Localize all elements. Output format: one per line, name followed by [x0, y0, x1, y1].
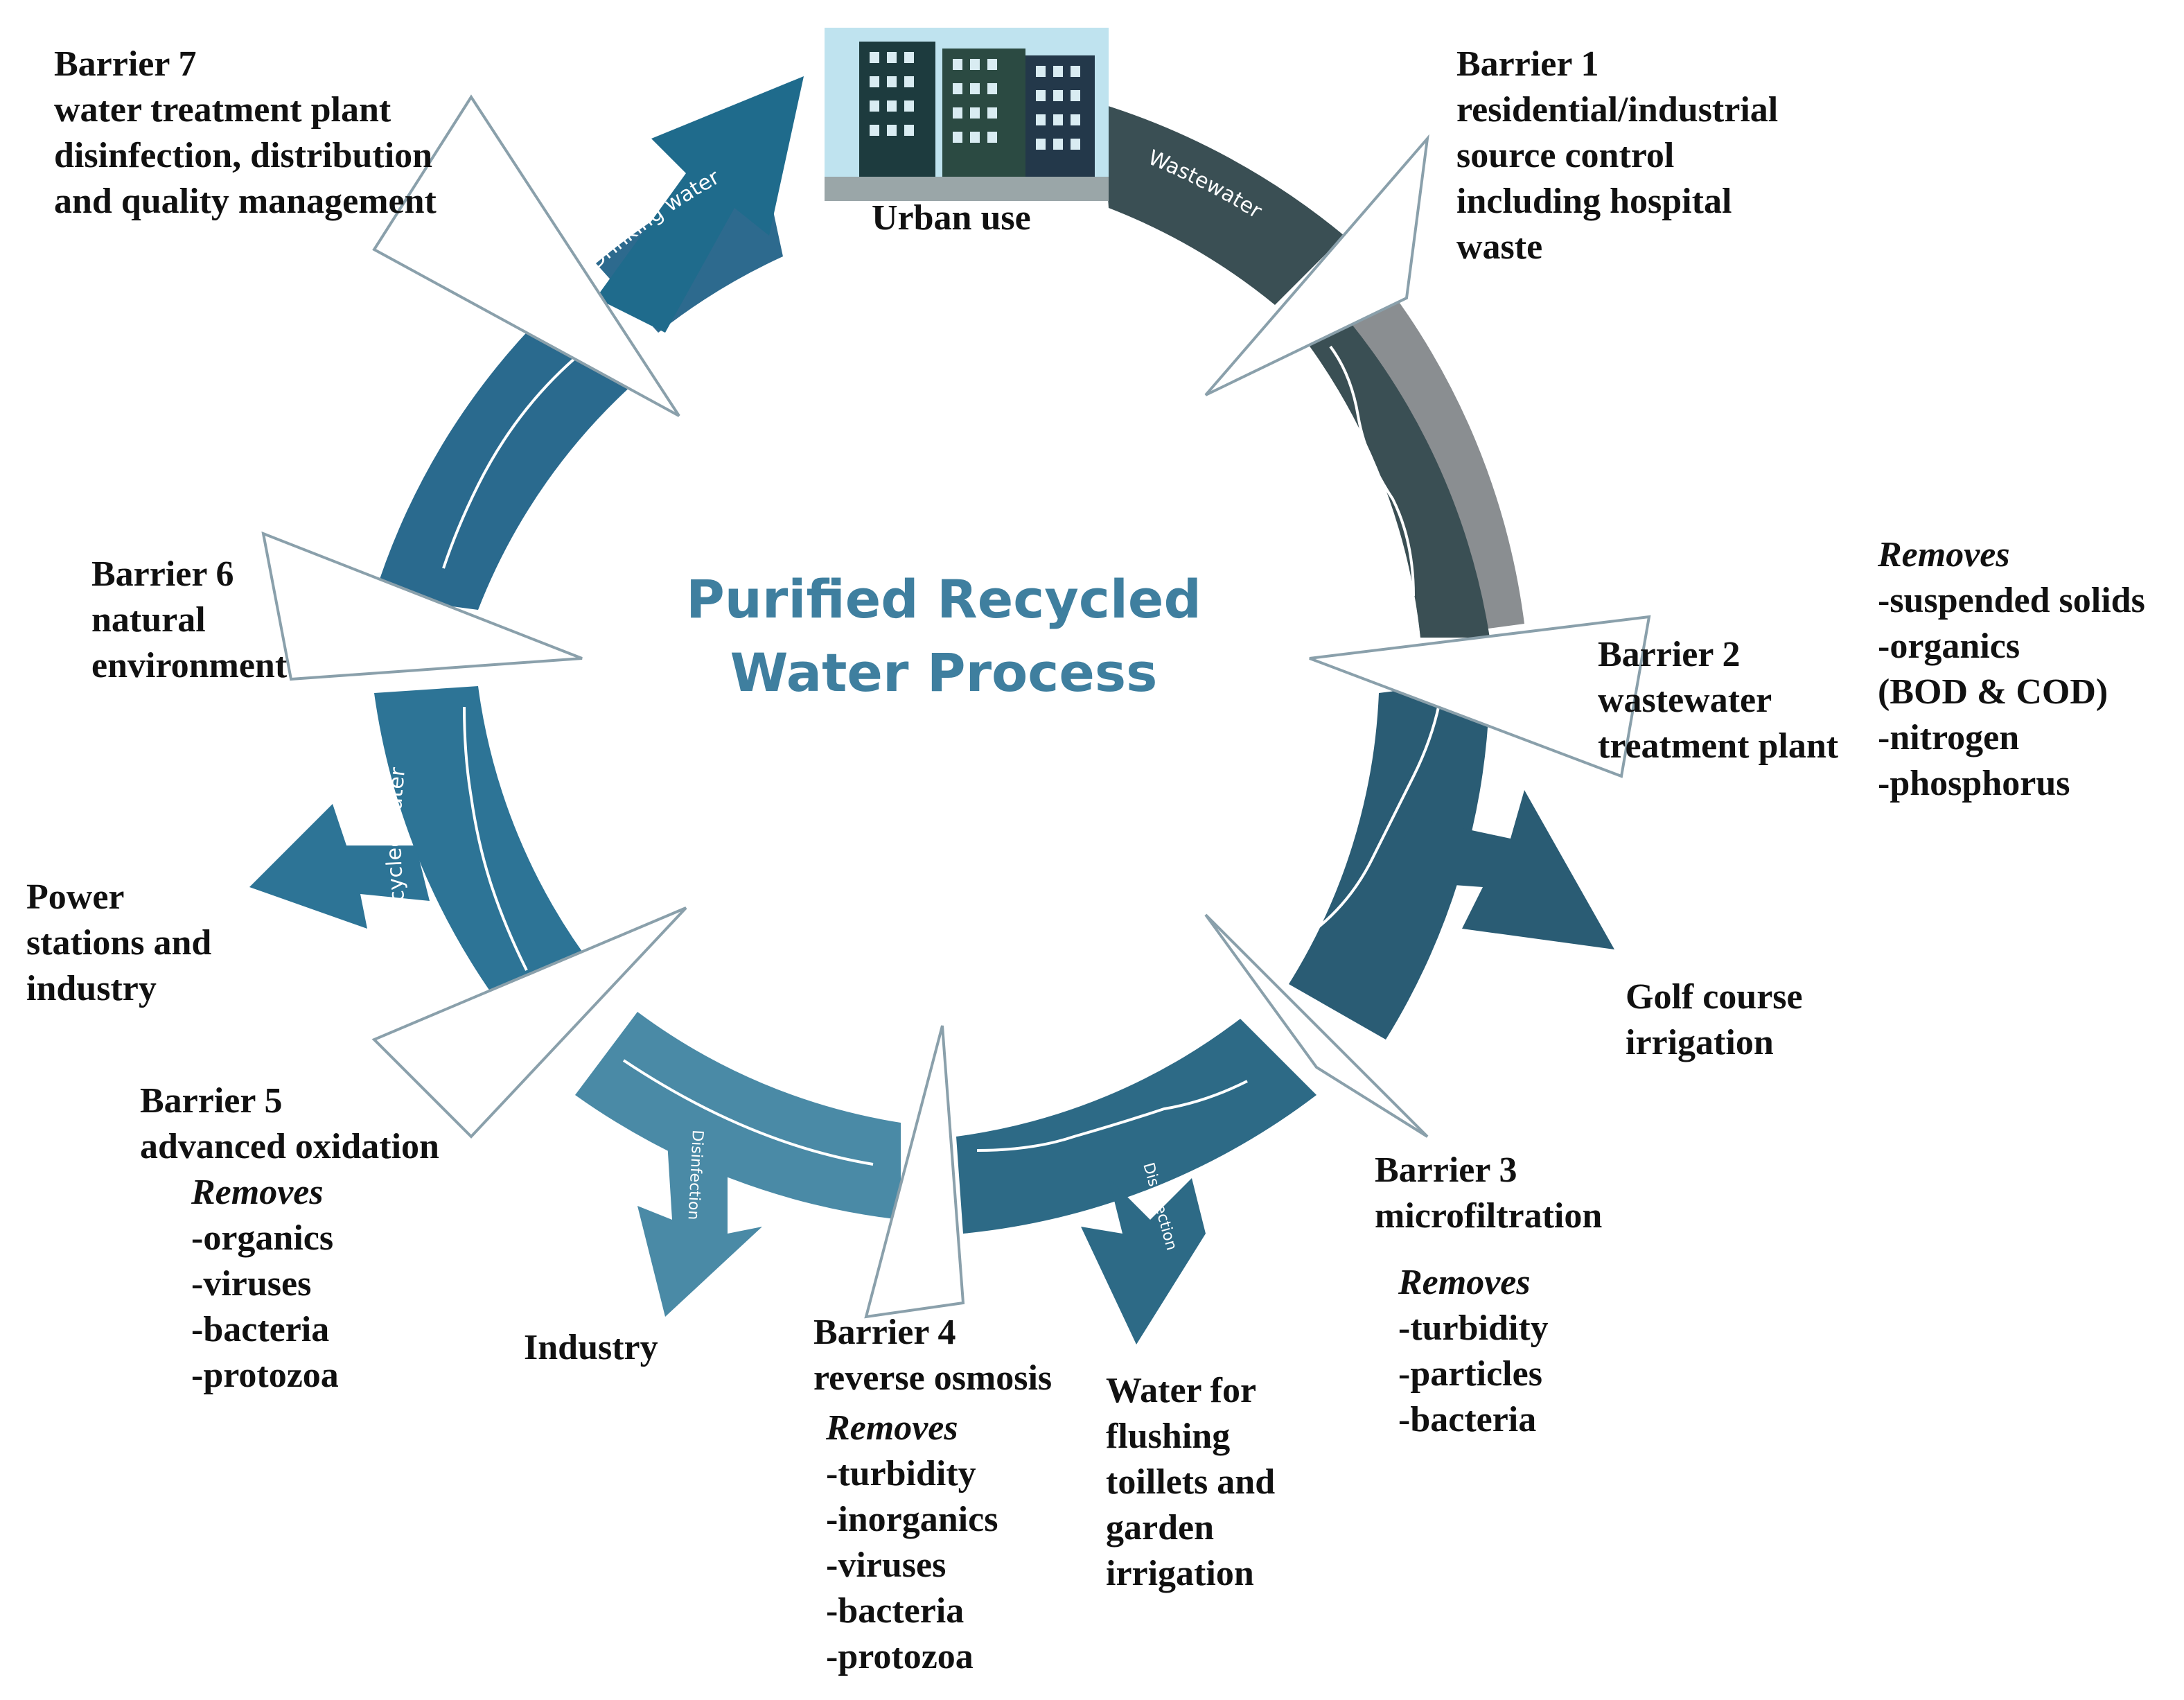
barrier-3-label: Barrier 3 microfiltration [1375, 1148, 1602, 1239]
flushing-line: irrigation [1106, 1554, 1254, 1593]
power-stations-line: industry [26, 969, 157, 1008]
barrier-blade-1 [1204, 134, 1429, 396]
barrier-blade-7 [372, 94, 680, 417]
barrier-2-removes: Removes -suspended solids -organics (BOD… [1878, 532, 2145, 807]
removes-heading: Removes [1878, 535, 2010, 575]
barrier-7-line: disinfection, distribution [54, 136, 433, 175]
ring-segment-barrier6-7 [374, 291, 644, 610]
diagram-title: Purified Recycled Water Process [632, 563, 1256, 710]
ring-segment-barrier2-3 [1289, 679, 1490, 1040]
power-stations-line: Power [26, 877, 125, 917]
flushing-line: flushing [1106, 1417, 1231, 1456]
barrier-1-name: Barrier 1 [1456, 44, 1599, 84]
barrier-2-line: wastewater [1598, 681, 1772, 720]
golf-course-line: irrigation [1626, 1023, 1774, 1062]
arrow-golf-course [1386, 790, 1614, 949]
barrier-5-line: advanced oxidation [140, 1127, 439, 1166]
removes-item: -protozoa [191, 1356, 339, 1395]
removes-item: -bacteria [1398, 1400, 1537, 1439]
removes-heading: Removes [826, 1408, 958, 1448]
barrier-1-line: residential/industrial [1456, 90, 1779, 130]
water-wave-line [1329, 345, 1415, 597]
removes-heading: Removes [1398, 1263, 1531, 1302]
title-line-1: Purified Recycled [686, 568, 1201, 630]
water-wave-line [976, 1080, 1248, 1152]
urban-use-label: Urban use [872, 198, 1031, 238]
ring-segment-barrier3-4 [956, 1019, 1316, 1234]
water-wave-line [463, 706, 528, 971]
removes-item: -phosphorus [1878, 764, 2070, 803]
flushing-line: toillets and [1106, 1462, 1276, 1502]
barrier-blade-5 [371, 906, 687, 1139]
arrow-drinking-water [596, 76, 804, 333]
flushing-line: garden [1106, 1508, 1214, 1548]
barrier-5-removes: Removes -organics -viruses -bacteria -pr… [191, 1170, 339, 1399]
removes-item: (BOD & COD) [1878, 672, 2108, 712]
ring-segment-dark-inner [1289, 291, 1490, 638]
barrier-4-removes: Removes -turbidity -inorganics -viruses … [826, 1405, 998, 1680]
barrier-7-line: water treatment plant [54, 90, 391, 130]
arrow-flushing [1081, 1178, 1206, 1344]
removes-item: -organics [1878, 626, 2020, 666]
golf-course-label: Golf course irrigation [1626, 974, 1803, 1066]
removes-item: -organics [191, 1218, 334, 1258]
barrier-5-label: Barrier 5 advanced oxidation [140, 1078, 439, 1170]
power-stations-label: Power stations and industry [26, 875, 211, 1012]
barrier-7-line: and quality management [54, 182, 437, 221]
removes-item: -particles [1398, 1354, 1542, 1394]
barrier-6-line: natural [91, 600, 206, 640]
removes-item: -viruses [191, 1264, 312, 1304]
water-wave-line [622, 1059, 874, 1166]
removes-heading: Removes [191, 1173, 324, 1212]
removes-item: -suspended solids [1878, 581, 2145, 620]
barrier-6-label: Barrier 6 natural environment [91, 552, 287, 689]
barrier-4-name: Barrier 4 [813, 1313, 956, 1352]
removes-item: -bacteria [191, 1310, 330, 1349]
barrier-3-removes: Removes -turbidity -particles -bacteria [1398, 1260, 1549, 1443]
barrier-6-name: Barrier 6 [91, 554, 234, 594]
water-wave-line [442, 345, 590, 569]
removes-item: -nitrogen [1878, 718, 2020, 757]
barrier-3-line: microfiltration [1375, 1196, 1603, 1236]
flushing-line: Water for [1106, 1371, 1257, 1410]
barrier-2-label: Barrier 2 wastewater treatment plant [1598, 632, 1838, 769]
arrow-industry [637, 1109, 762, 1317]
barrier-blade-3 [1204, 913, 1429, 1138]
arrow-power-stations [249, 804, 430, 929]
barrier-5-name: Barrier 5 [140, 1081, 283, 1121]
barrier-1-line: including hospital [1456, 182, 1732, 221]
removes-item: -viruses [826, 1545, 946, 1585]
barrier-4-line: reverse osmosis [813, 1358, 1053, 1398]
barrier-7-name: Barrier 7 [54, 44, 197, 84]
barrier-blade-2 [1309, 615, 1651, 778]
barrier-2-line: treatment plant [1598, 726, 1839, 766]
removes-item: -turbidity [1398, 1308, 1549, 1348]
industry-label: Industry [524, 1328, 658, 1367]
power-stations-line: stations and [26, 923, 212, 963]
removes-item: -protozoa [826, 1637, 974, 1676]
barrier-1-label: Barrier 1 residential/industrial source … [1456, 42, 1778, 270]
removes-item: -bacteria [826, 1591, 965, 1631]
barrier-7-label: Barrier 7 water treatment plant disinfec… [54, 42, 437, 225]
barrier-blade-4 [864, 1025, 965, 1319]
barrier-4-label: Barrier 4 reverse osmosis [813, 1310, 1052, 1401]
barrier-3-name: Barrier 3 [1375, 1150, 1517, 1190]
title-line-2: Water Process [730, 642, 1158, 703]
barrier-1-line: source control [1456, 136, 1675, 175]
removes-item: -inorganics [826, 1500, 998, 1539]
barrier-2-name: Barrier 2 [1598, 635, 1741, 674]
golf-course-line: Golf course [1626, 977, 1803, 1017]
ring-segment-barrier4-5 [575, 1012, 901, 1220]
barrier-1-line: waste [1456, 227, 1543, 267]
barrier-blade-6 [261, 531, 583, 681]
urban-buildings-picture [825, 28, 1109, 201]
ring-segment-wastewater [1102, 104, 1344, 305]
water-wave-line [1315, 692, 1443, 930]
removes-item: -turbidity [826, 1454, 976, 1493]
barrier-6-line: environment [91, 646, 288, 685]
flushing-label: Water for flushing toillets and garden i… [1106, 1368, 1275, 1597]
